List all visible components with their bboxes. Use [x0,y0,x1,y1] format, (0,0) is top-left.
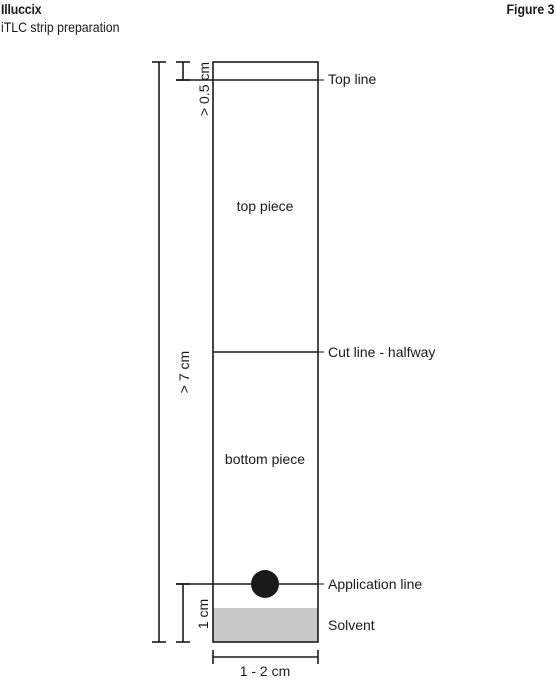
solvent-area [213,608,318,642]
figure-label: Figure 3 [506,1,554,17]
bottom-margin-label: 1 cm [195,599,211,629]
document-title: Illuccix [1,1,42,17]
total-length-label: > 7 cm [176,351,192,393]
top-margin-label: > 0.5 cm [196,62,212,116]
solvent-label: Solvent [328,617,375,633]
cut-line-label: Cut line - halfway [328,344,435,360]
width-label: 1 - 2 cm [240,663,291,679]
bottom-piece-label: bottom piece [225,451,305,467]
application-spot [251,570,279,598]
top-line-label: Top line [328,71,376,87]
application-line-label: Application line [328,576,422,592]
top-piece-label: top piece [237,198,294,214]
document-subtitle: iTLC strip preparation [1,19,120,35]
